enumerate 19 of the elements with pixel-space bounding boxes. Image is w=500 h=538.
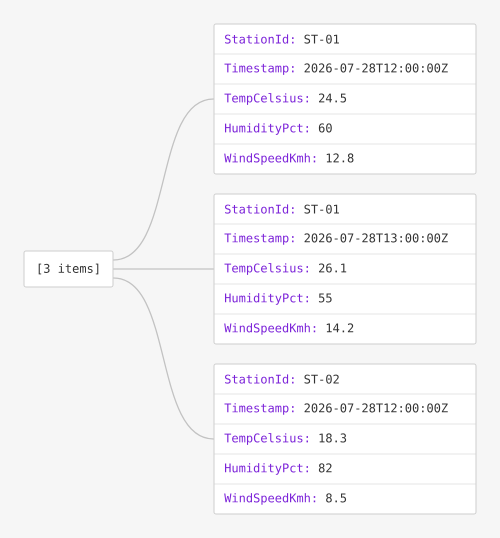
field-row: TempCelsius: 26.1 [224,263,346,275]
field-row: WindSpeedKmh: 12.8 [224,153,354,165]
field-row: HumidityPct: 55 [225,293,332,305]
list-node: [3 items] [24,250,114,288]
field-row: StationId: ST-02 [225,374,339,384]
connector [114,268,214,270]
field-row: HumidityPct: 60 [225,123,332,135]
field-row: TempCelsius: 18.3 [224,433,346,445]
field-row: Timestamp: 2026-07-28T13:00:00Z [224,233,448,245]
field-row: WindSpeedKmh: 8.5 [224,493,346,505]
field-row: StationId: ST-01 [225,204,339,214]
field-row: Timestamp: 2026-07-28T12:00:00Z [224,63,448,75]
field-row: HumidityPct: 82 [225,463,332,475]
field-row: TempCelsius: 24.5 [224,93,346,105]
field-row: StationId: ST-01 [225,34,339,44]
connector [113,277,214,440]
field-row: Timestamp: 2026-07-28T12:00:00Z [224,403,448,415]
field-row: WindSpeedKmh: 14.2 [224,323,354,335]
connector [113,98,214,261]
